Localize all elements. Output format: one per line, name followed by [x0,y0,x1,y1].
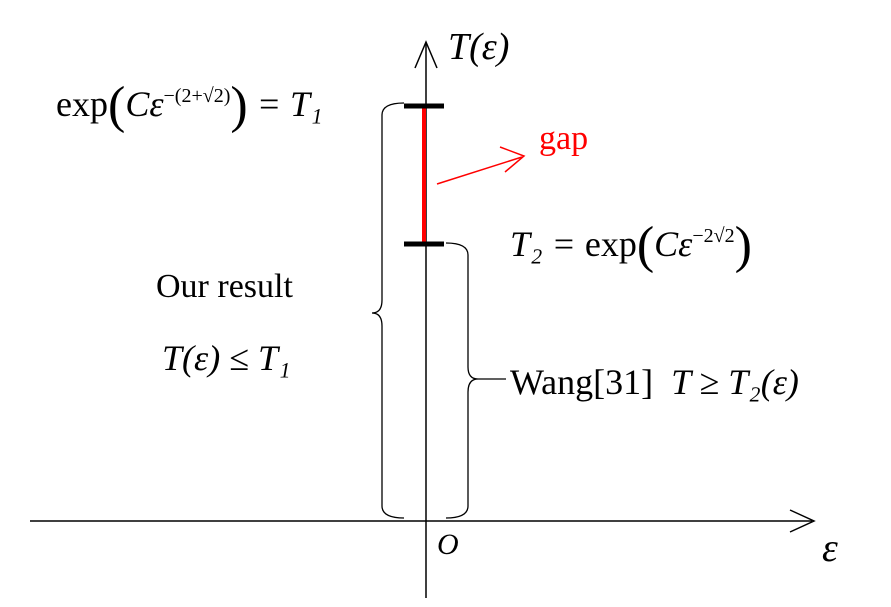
origin-label: O [437,528,459,561]
t2-close-paren: ) [734,217,752,274]
t2-exponent: −2√2 [692,225,735,247]
our-result-brace [371,102,405,519]
t2-const: C [654,224,679,264]
our-result-bound: T(ε) ≤ T₁ [162,338,291,378]
wang-citation: Wang[31] [510,362,654,402]
t1-exp-fn: exp [56,84,108,124]
x-axis-label: ε [822,525,838,570]
y-axis-label: T(ε) [448,28,509,66]
t2-var: ε [678,224,693,264]
t1-equation: exp(Cε−(2+√2)) = T₁ [56,74,323,132]
y-axis-arrowhead [414,40,438,69]
gap-label: gap [539,120,589,157]
t1-close-paren: ) [230,77,248,134]
t1-open-paren: ( [107,77,126,134]
gap-arrow-head [499,146,526,173]
wang-bound: T ≥ T₂(ε) [671,362,799,402]
wang-brace [445,242,479,519]
t1-const: C [125,84,150,124]
t1-exponent: −(2+√2) [163,85,231,107]
y-axis-label-text: T(ε) [448,26,510,68]
t1-var: ε [149,84,164,124]
x-axis-arrowhead [789,509,816,533]
t1-rhs: = T₁ [256,84,323,124]
t2-lhs: T₂ = [510,224,576,264]
t2-open-paren: ( [636,217,655,274]
wang-result: Wang[31] T ≥ T₂(ε) [510,364,799,400]
our-result-title: Our result [156,268,293,305]
t2-exp-fn: exp [584,224,637,264]
t2-equation: T₂ = exp(Cε−2√2) [510,214,752,272]
gap-arrow-line [436,156,523,185]
